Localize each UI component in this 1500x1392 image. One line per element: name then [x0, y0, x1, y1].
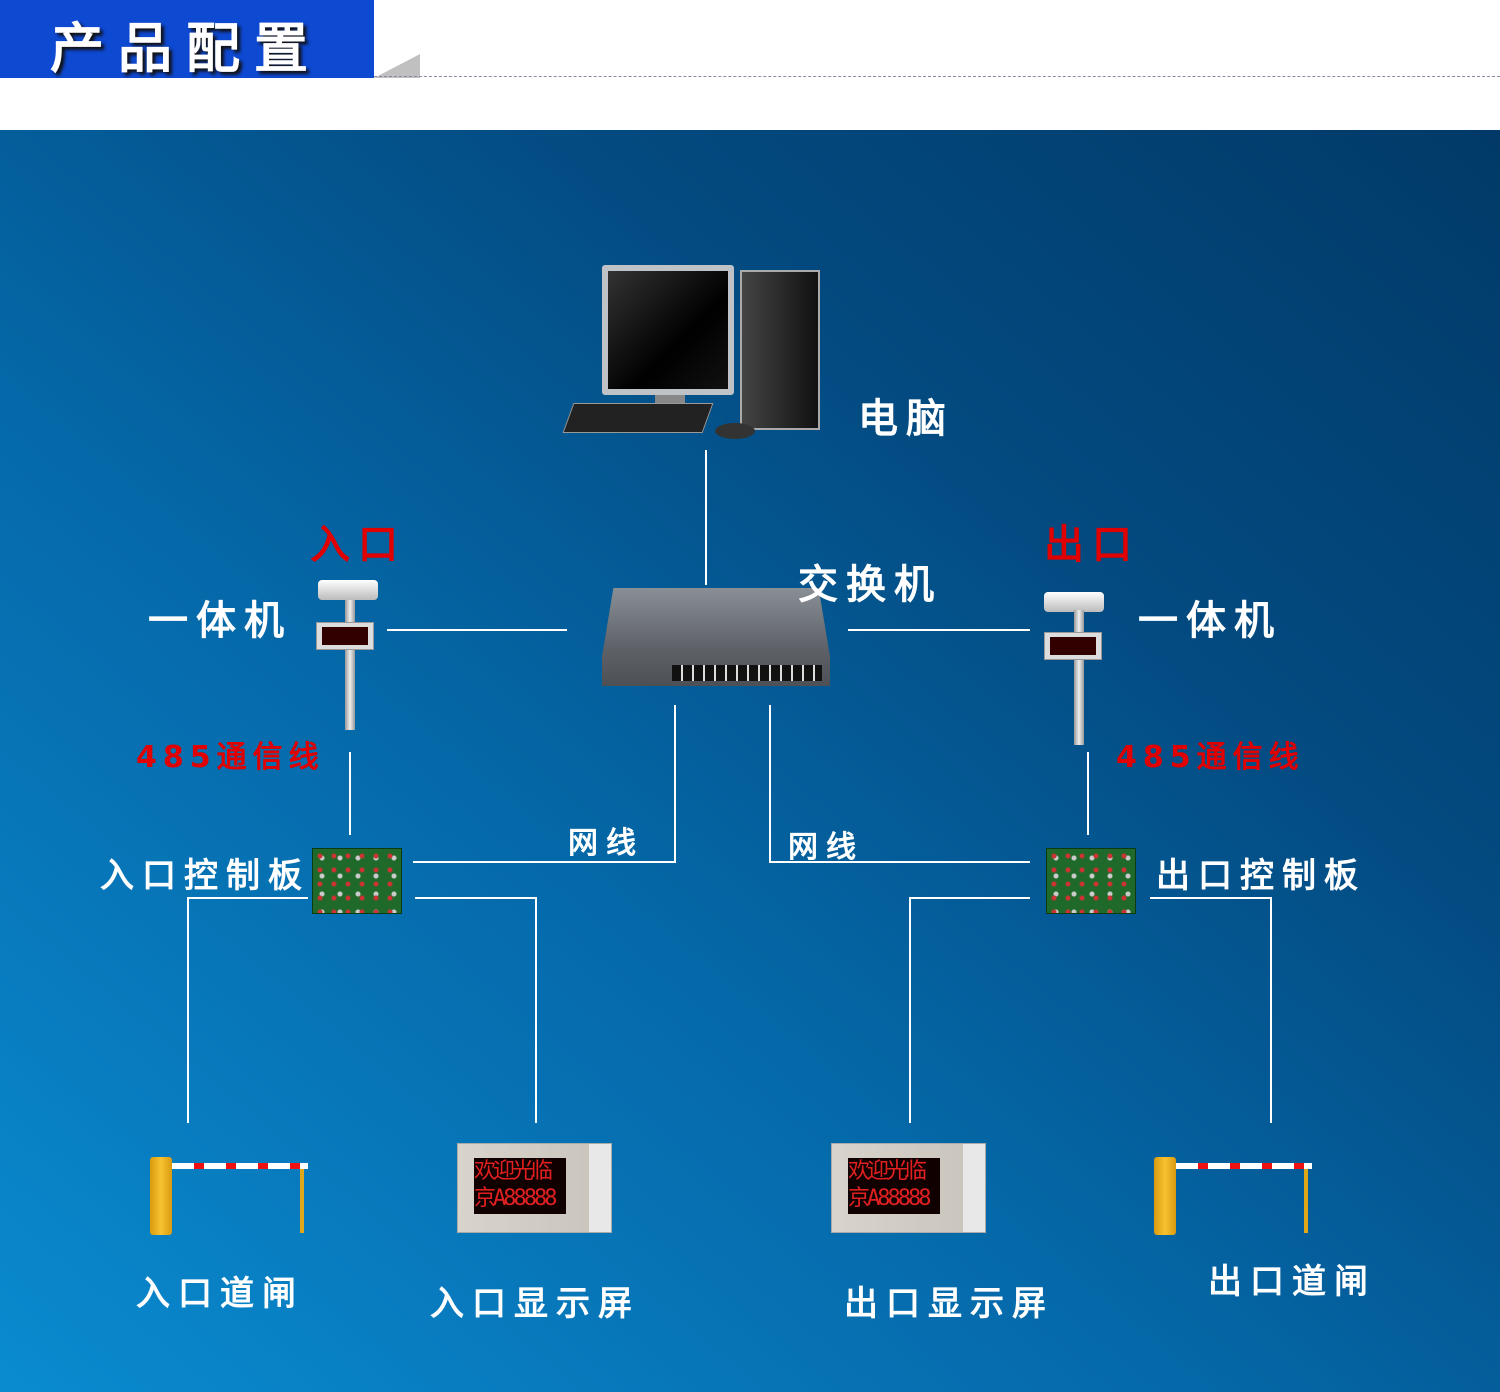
- led-box-left: [316, 622, 374, 650]
- entrance-gate-arm: [172, 1163, 308, 1169]
- keyboard: [562, 403, 714, 433]
- entrance-control-board: [312, 848, 402, 914]
- line-right-display-h: [910, 897, 1030, 899]
- exit-control-board: [1046, 848, 1136, 914]
- line-left-display-h: [415, 897, 537, 899]
- exit-board-label: 出口控制板: [1156, 856, 1366, 896]
- line-right-net: [769, 861, 1030, 863]
- entrance-gate-leg: [300, 1169, 304, 1233]
- entrance-display-screen: 欢迎光临京A88888: [457, 1143, 612, 1233]
- line-left-display-v: [535, 897, 537, 1123]
- entrance-gate-post: [150, 1157, 172, 1235]
- computer-label: 电脑: [858, 396, 954, 442]
- pole-right: [1074, 610, 1084, 745]
- line-right-camera-switch: [848, 629, 1030, 631]
- switch-label: 交换机: [798, 562, 942, 608]
- header-banner: 产品配置: [0, 0, 374, 80]
- header-fold: [374, 54, 420, 78]
- rs485-left-label: 485通信线: [136, 740, 325, 775]
- exit-gate-post: [1154, 1157, 1176, 1235]
- line-switch-right-net: [769, 705, 771, 863]
- network-right-label: 网线: [788, 830, 864, 865]
- camera-left: [318, 580, 378, 600]
- page-title: 产品配置: [50, 17, 322, 80]
- line-right-display-v: [909, 897, 911, 1123]
- all-in-one-right-label: 一体机: [1138, 598, 1282, 644]
- line-left-gate-v: [187, 897, 189, 1123]
- entrance-label: 入口: [310, 522, 406, 568]
- line-left-gate-h: [188, 897, 308, 899]
- line-left-485: [349, 752, 351, 835]
- line-switch-left-net: [674, 705, 676, 863]
- line-right-485: [1087, 752, 1089, 835]
- entrance-board-label: 入口控制板: [100, 856, 310, 896]
- entrance-display-label: 入口显示屏: [430, 1284, 640, 1324]
- computer-monitor: [602, 265, 734, 395]
- display-line2: 京A88888: [474, 1186, 557, 1211]
- mouse: [715, 423, 755, 439]
- exit-label: 出口: [1044, 522, 1140, 568]
- header-divider: [374, 76, 1500, 77]
- line-computer-switch: [705, 450, 707, 585]
- display-line2: 京A88888: [848, 1186, 931, 1211]
- exit-gate-label: 出口道闸: [1208, 1262, 1376, 1302]
- entrance-gate-label: 入口道闸: [136, 1274, 304, 1314]
- led-box-right: [1044, 632, 1102, 660]
- network-left-label: 网线: [568, 826, 644, 861]
- line-right-gate-v: [1270, 897, 1272, 1123]
- camera-right: [1044, 592, 1104, 612]
- computer-tower: [740, 270, 820, 430]
- switch-ports: [672, 665, 822, 681]
- line-right-gate-h: [1150, 897, 1272, 899]
- pole-left: [345, 600, 355, 730]
- exit-display-screen: 欢迎光临京A88888: [831, 1143, 986, 1233]
- line-left-camera-switch: [387, 629, 567, 631]
- exit-gate-leg: [1304, 1169, 1308, 1233]
- rs485-right-label: 485通信线: [1116, 740, 1305, 775]
- exit-display-label: 出口显示屏: [844, 1284, 1054, 1324]
- exit-gate-arm: [1176, 1163, 1312, 1169]
- line-left-net: [413, 861, 676, 863]
- display-line1: 欢迎光临: [474, 1159, 553, 1184]
- all-in-one-left-label: 一体机: [148, 598, 292, 644]
- display-line1: 欢迎光临: [848, 1159, 927, 1184]
